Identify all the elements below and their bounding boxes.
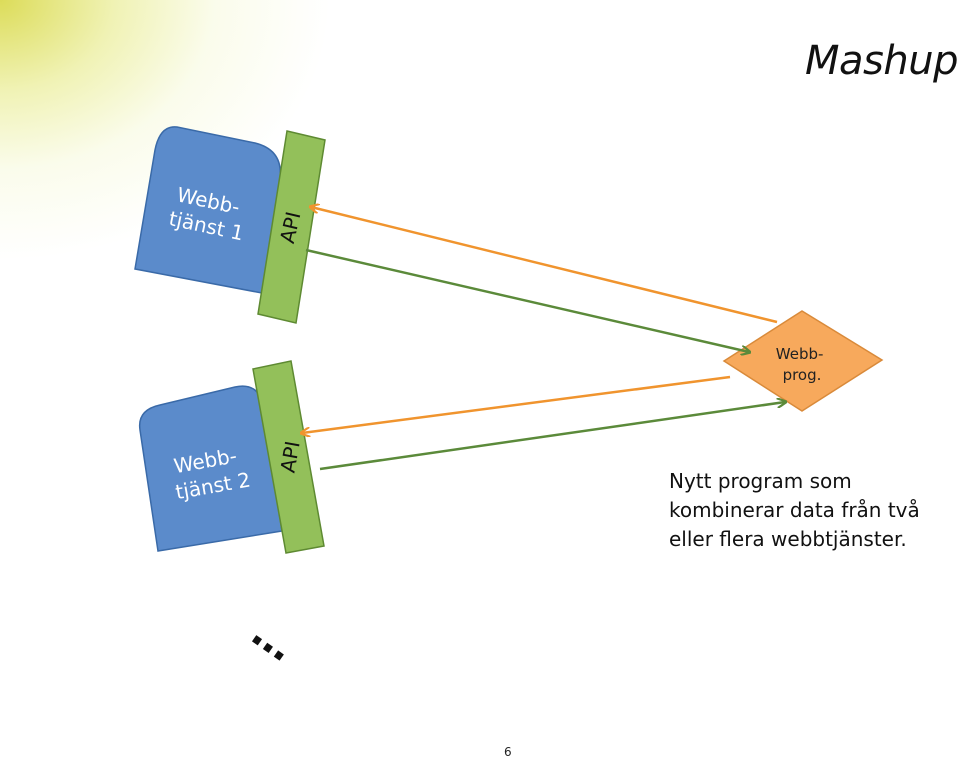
- description-line-2: kombinerar data från två: [669, 498, 920, 522]
- request-arrow-2: [302, 375, 731, 433]
- api-bar-2: API: [252, 360, 325, 554]
- web-program: Webb- prog.: [722, 310, 884, 412]
- web-program-label: Webb- prog.: [776, 345, 828, 384]
- api-bar-2-label: API: [276, 439, 305, 474]
- api-bar-2-shape: [252, 360, 325, 554]
- response-arrow-1: [305, 248, 749, 352]
- request-arrow-1: [311, 207, 778, 324]
- description-line-3: eller flera webbtjänster.: [669, 527, 907, 551]
- description-text: Nytt program som kombinerar data från tv…: [669, 467, 920, 554]
- api-bar-1-shape: [257, 130, 326, 324]
- response-arrow-2: [319, 402, 785, 471]
- web-service-1: Webb- tjänst 1: [134, 126, 282, 294]
- slide-title: Mashup: [805, 38, 958, 84]
- page-number: 6: [504, 745, 512, 759]
- api-bar-1: API: [257, 130, 326, 324]
- description-line-1: Nytt program som: [669, 469, 852, 493]
- web-program-shape: [722, 310, 884, 412]
